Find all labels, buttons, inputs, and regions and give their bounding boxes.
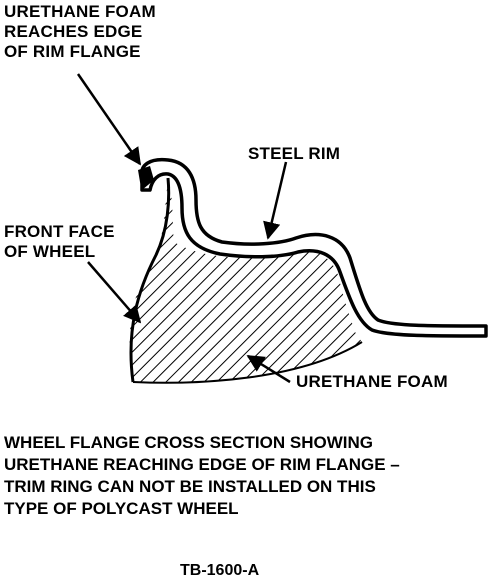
front-face-arrow: [87, 261, 142, 324]
foam-flange-tip: [138, 166, 154, 190]
foam-bottom-edge: [132, 341, 363, 384]
foam-edge-arrow: [76, 73, 142, 166]
urethane-foam-callout-text: URETHANE FOAM: [296, 372, 448, 391]
foam-edge-callout: URETHANE FOAM REACHES EDGE OF RIM FLANGE: [4, 2, 156, 62]
front-face-callout-line-2: OF WHEEL: [4, 242, 96, 261]
front-face-curve: [129, 177, 171, 383]
front-face-callout: FRONT FACE OF WHEEL: [4, 222, 115, 262]
caption-line-2: URETHANE REACHING EDGE OF RIM FLANGE –: [4, 455, 400, 474]
caption-line-3: TRIM RING CAN NOT BE INSTALLED ON THIS: [4, 477, 376, 496]
urethane-foam-arrow: [246, 354, 291, 384]
steel-rim-outline: [140, 157, 488, 338]
wheel-flange-cross-section-diagram: [76, 73, 488, 384]
foam-edge-callout-line-3: OF RIM FLANGE: [4, 42, 141, 61]
urethane-foam-region: [129, 178, 362, 383]
caption-line-4: TYPE OF POLYCAST WHEEL: [4, 499, 239, 518]
figure-id: TB-1600-A: [180, 562, 260, 579]
steel-rim-arrow: [263, 161, 288, 240]
steel-rim-callout: STEEL RIM: [248, 144, 340, 164]
front-face-callout-line-1: FRONT FACE: [4, 222, 115, 241]
urethane-foam-callout: URETHANE FOAM: [296, 372, 448, 392]
foam-edge-callout-line-2: REACHES EDGE: [4, 22, 143, 41]
figure-caption: WHEEL FLANGE CROSS SECTION SHOWING URETH…: [4, 432, 400, 520]
caption-line-1: WHEEL FLANGE CROSS SECTION SHOWING: [4, 433, 373, 452]
foam-edge-callout-line-1: URETHANE FOAM: [4, 2, 156, 21]
steel-rim-callout-text: STEEL RIM: [248, 144, 341, 163]
